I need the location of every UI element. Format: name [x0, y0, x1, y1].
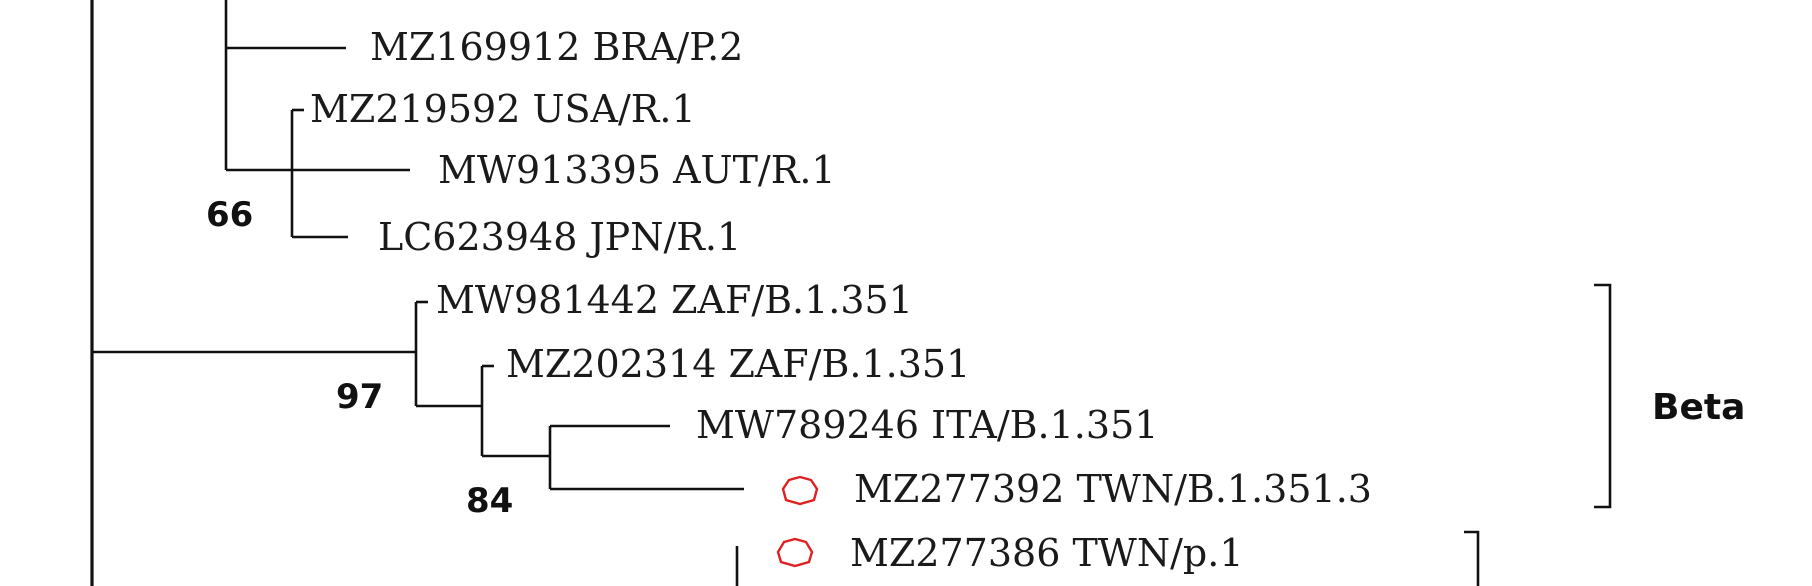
bootstrap-value: 66	[206, 195, 253, 235]
bootstrap-value: 84	[466, 481, 513, 521]
taxon-label: MW789246 ITA/B.1.351	[696, 403, 1158, 447]
red-circle-marker-icon	[776, 537, 814, 568]
taxon-label: MZ202314 ZAF/B.1.351	[506, 342, 970, 386]
taxon-label: MW981442 ZAF/B.1.351	[436, 278, 913, 322]
taxon-label: MW913395 AUT/R.1	[438, 148, 836, 192]
red-circle-marker-icon	[781, 475, 819, 506]
taxon-label: MZ277392 TWN/B.1.351.3	[854, 467, 1372, 511]
clade-label-beta: Beta	[1652, 387, 1745, 428]
bootstrap-value: 97	[336, 377, 383, 417]
taxon-label: MZ169912 BRA/P.2	[370, 25, 743, 69]
beta-clade-bracket	[1594, 283, 1612, 509]
taxon-label: MZ219592 USA/R.1	[310, 87, 696, 131]
taxon-label: LC623948 JPN/R.1	[378, 215, 741, 259]
gamma-clade-bracket	[1464, 530, 1480, 586]
taxon-label: MZ277386 TWN/p.1	[850, 531, 1244, 575]
